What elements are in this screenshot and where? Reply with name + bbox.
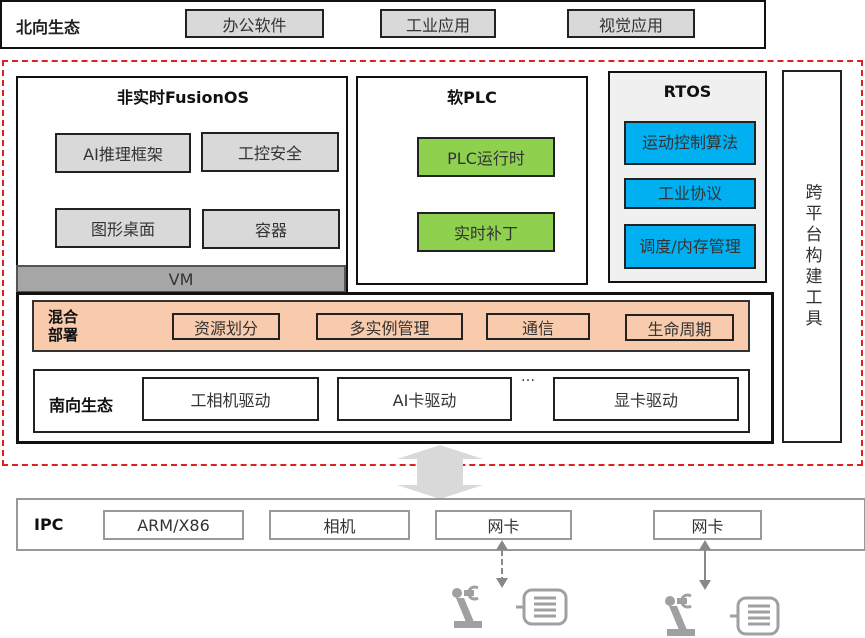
fusionos-item-desktop[interactable]: 图形桌面 xyxy=(55,208,191,248)
hybrid-item-multi-instance[interactable]: 多实例管理 xyxy=(316,313,463,340)
motor-icon xyxy=(730,596,780,636)
rtos-item-scheduling[interactable]: 调度/内存管理 xyxy=(624,224,756,269)
fusionos-item-ai[interactable]: AI推理框架 xyxy=(55,133,191,173)
realtime-patch-item[interactable]: 实时补丁 xyxy=(417,212,555,252)
south-item-ai-card-driver[interactable]: AI卡驱动 xyxy=(337,377,512,421)
fusionos-item-security[interactable]: 工控安全 xyxy=(201,132,339,172)
rtos-panel: RTOS 运动控制算法 工业协议 调度/内存管理 xyxy=(608,71,767,283)
plc-runtime-item[interactable]: PLC运行时 xyxy=(417,137,555,177)
south-ecosystem-label: 南向生态 xyxy=(49,396,114,415)
device-connections xyxy=(452,540,780,636)
hybrid-item-lifecycle[interactable]: 生命周期 xyxy=(625,314,734,341)
south-item-gpu-driver[interactable]: 显卡驱动 xyxy=(553,377,739,421)
ipc-item-nic-1[interactable]: 网卡 xyxy=(435,510,572,540)
ipc-item-camera[interactable]: 相机 xyxy=(269,510,410,540)
robot-arm-icon xyxy=(665,593,695,636)
vm-bar: VM xyxy=(16,265,346,293)
softplc-panel: 软PLC PLC运行时 实时补丁 xyxy=(356,76,588,285)
north-ecosystem-bar: 北向生态 办公软件 工业应用 视觉应用 xyxy=(0,0,766,49)
fusionos-panel: 非实时FusionOS AI推理框架 工控安全 图形桌面 容器 xyxy=(16,76,348,293)
rtos-item-motion-control[interactable]: 运动控制算法 xyxy=(624,121,756,165)
bidirectional-arrow-icon xyxy=(397,445,483,499)
south-ellipsis: … xyxy=(521,369,535,385)
ipc-item-cpu[interactable]: ARM/X86 xyxy=(103,510,244,540)
north-item-industrial[interactable]: 工业应用 xyxy=(380,9,496,38)
fusionos-item-container[interactable]: 容器 xyxy=(202,209,340,249)
motor-icon xyxy=(516,588,568,626)
north-ecosystem-label: 北向生态 xyxy=(16,18,81,37)
hybrid-item-resource[interactable]: 资源划分 xyxy=(172,313,280,340)
hybrid-deployment-label: 混合部署 xyxy=(48,308,79,344)
robot-arm-icon xyxy=(452,585,482,628)
ipc-label: IPC xyxy=(34,515,64,534)
ipc-bar: IPC ARM/X86 相机 网卡 网卡 xyxy=(16,498,865,551)
fusionos-title: 非实时FusionOS xyxy=(116,88,250,107)
ipc-item-nic-2[interactable]: 网卡 xyxy=(653,510,762,540)
softplc-title: 软PLC xyxy=(447,88,497,107)
cross-platform-tool-label: 跨平台构建工具 xyxy=(801,183,822,330)
south-item-camera-driver[interactable]: 工相机驱动 xyxy=(142,377,319,421)
north-item-office[interactable]: 办公软件 xyxy=(185,9,324,38)
hybrid-south-container: 混合部署 资源划分 多实例管理 通信 生命周期 南向生态 工相机驱动 AI卡驱动… xyxy=(16,292,774,444)
north-item-vision[interactable]: 视觉应用 xyxy=(567,9,695,38)
south-ecosystem-bar: 南向生态 工相机驱动 AI卡驱动 … 显卡驱动 xyxy=(33,369,750,433)
hybrid-deployment-bar: 混合部署 资源划分 多实例管理 通信 生命周期 xyxy=(32,300,750,352)
nic2-connector-arrow xyxy=(699,540,711,590)
cross-platform-tool-panel: 跨平台构建工具 xyxy=(782,70,842,443)
nic1-connector-arrow xyxy=(496,540,508,588)
rtos-title: RTOS xyxy=(663,81,712,101)
hybrid-item-communication[interactable]: 通信 xyxy=(486,313,590,340)
rtos-item-protocol[interactable]: 工业协议 xyxy=(624,178,756,209)
